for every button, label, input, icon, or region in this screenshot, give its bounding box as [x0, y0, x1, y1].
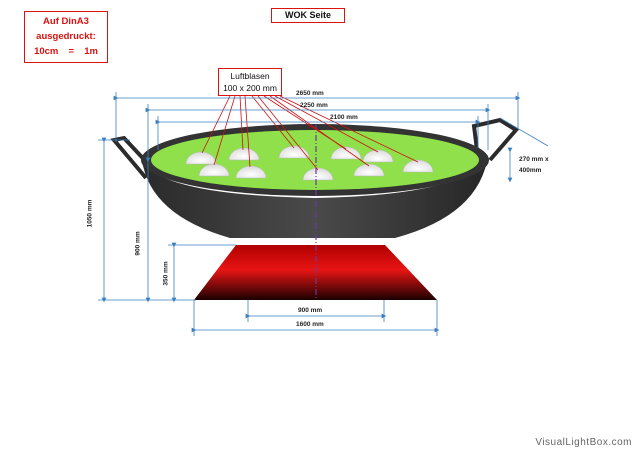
- dim-inner-width: 2250 mm: [300, 102, 328, 109]
- scale-note-line2: ausgedruckt:: [36, 31, 96, 42]
- dim-handle-line2: 400mm: [519, 167, 542, 174]
- right-handle: [471, 117, 520, 162]
- callout-line2: 100 x 200 mm: [223, 83, 277, 93]
- dimension-lines: [98, 92, 549, 336]
- watermark: VisualLightBox.com: [535, 437, 632, 448]
- dim-total-height: 1050 mm: [86, 199, 94, 228]
- scale-note-box: Auf DinA3 ausgedruckt: 10cm = 1m: [24, 11, 108, 63]
- wok-bowl: [142, 155, 488, 238]
- dim-base-height: 350 mm: [162, 261, 170, 286]
- dim-handle-line1: 270 mm x: [519, 156, 549, 163]
- liquid-surface: [151, 130, 479, 190]
- dim-rim-width: 2100 mm: [330, 114, 358, 121]
- callout-line1: Luftblasen: [230, 71, 270, 81]
- dim-base-top-width: 900 mm: [298, 307, 323, 314]
- scale-right: 1m: [84, 46, 98, 57]
- air-bubbles: [185, 145, 434, 181]
- bubbles-callout: Luftblasen 100 x 200 mm: [218, 68, 282, 96]
- scale-left: 10cm: [34, 46, 59, 57]
- dim-base-bottom-width: 1600 mm: [296, 321, 324, 328]
- dim-overall-width: 2650 mm: [296, 90, 324, 97]
- dim-bowl-height: 900 mm: [134, 231, 142, 256]
- page-title: WOK Seite: [271, 8, 345, 23]
- left-handle: [110, 135, 154, 180]
- scale-note-ratio: 10cm = 1m: [25, 44, 107, 59]
- scale-note-line1: Auf DinA3: [43, 16, 89, 27]
- scale-equals: =: [68, 46, 75, 57]
